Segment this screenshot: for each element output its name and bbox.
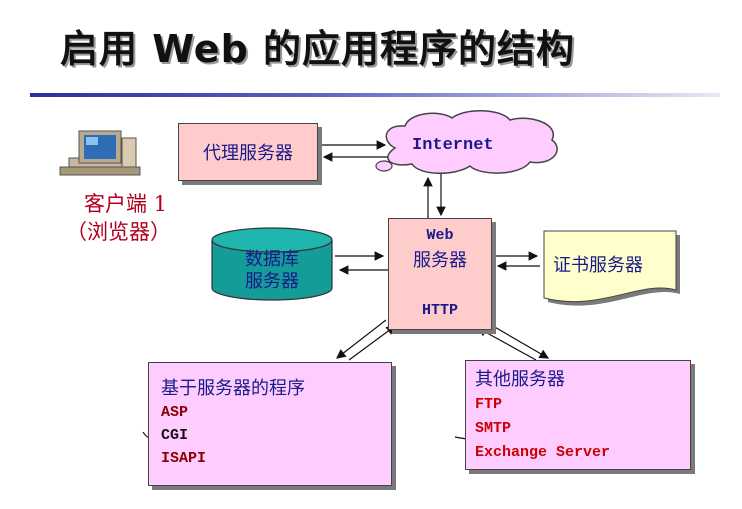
arrow-programs-to-web — [348, 325, 396, 361]
arrow-other-to-web — [476, 327, 537, 361]
server-programs-heading: 基于服务器的程序 — [161, 378, 305, 399]
title-divider — [30, 93, 720, 97]
database-label-line2: 服务器 — [245, 271, 299, 292]
other-server-item: SMTP — [475, 420, 512, 437]
program-item: CGI — [161, 427, 189, 444]
program-item: ASP — [161, 404, 189, 421]
client-label: 客户端 1 （浏览器） — [66, 190, 171, 246]
proxy-server-label: 代理服务器 — [203, 143, 293, 164]
other-server-item: Exchange Server — [475, 444, 611, 461]
web-server-box: Web 服务器 HTTP — [388, 218, 492, 330]
proxy-server-box: 代理服务器 — [178, 123, 318, 181]
other-server-item: FTP — [475, 396, 503, 413]
page-title: 启用 Web 的应用程序的结构 — [60, 27, 575, 71]
web-server-sublabel: 服务器 — [413, 250, 467, 271]
database-label-line1: 数据库 — [245, 249, 299, 270]
database-label: 数据库 服务器 — [212, 249, 332, 293]
client-subtitle: （浏览器） — [66, 220, 171, 244]
arrow-web-to-other — [485, 321, 550, 359]
web-server-label: Web — [426, 227, 454, 244]
cert-server-label: 证书服务器 — [553, 255, 643, 276]
arrow-web-to-programs — [336, 319, 387, 359]
server-programs-box: 基于服务器的程序 ASP CGI ISAPI — [148, 362, 392, 486]
other-servers-heading: 其他服务器 — [475, 369, 565, 390]
program-item: ISAPI — [161, 450, 207, 467]
client-name: 客户端 1 — [84, 192, 168, 216]
http-label: HTTP — [421, 302, 458, 319]
internet-label: Internet — [412, 136, 494, 155]
other-servers-box: 其他服务器 FTP SMTP Exchange Server — [465, 360, 691, 470]
